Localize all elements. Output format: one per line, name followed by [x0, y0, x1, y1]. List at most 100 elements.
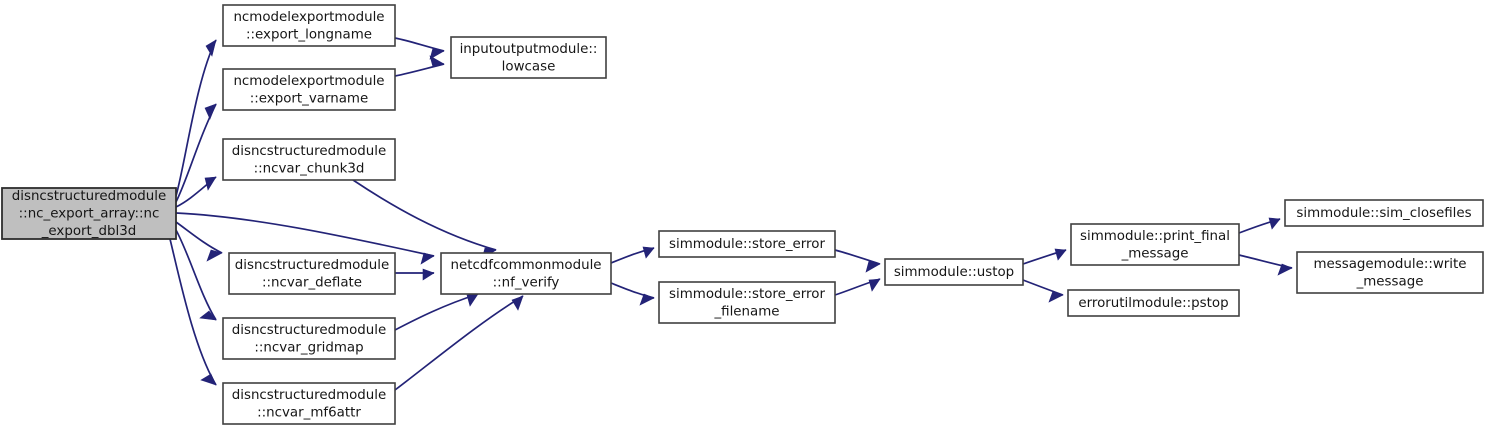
graph-node-print_final_message[interactable]: simmodule::print_final_message — [1070, 223, 1240, 266]
edge-root-to-ncvar_gridmap — [175, 229, 217, 321]
node-label-line: netcdfcommonmodule — [450, 258, 601, 273]
edge-line — [175, 39, 217, 197]
edge-root-to-export_varname — [175, 103, 217, 203]
node-box[interactable] — [1070, 223, 1240, 266]
edge-print_final_message-to-write_message — [1238, 254, 1293, 276]
graph-node-root[interactable]: disncstructuredmodule::nc_export_array::… — [1, 187, 177, 240]
node-label-line: ncmodelexportmodule — [233, 10, 384, 25]
edge-line — [394, 295, 524, 391]
node-label-line: simmodule::store_error — [669, 287, 825, 302]
edge-root-to-ncvar_deflate — [175, 221, 223, 262]
node-label: ncmodelexportmodule::export_longname — [233, 10, 384, 43]
graph-node-ncvar_mf6attr[interactable]: disncstructuredmodule::ncvar_mf6attr — [222, 382, 396, 425]
node-box[interactable] — [1284, 199, 1484, 227]
node-box[interactable] — [222, 382, 396, 425]
arrowhead-icon — [205, 39, 217, 57]
node-label: simmodule::store_error_filename — [669, 287, 825, 320]
edge-line — [394, 293, 479, 331]
arrowhead-icon — [199, 310, 217, 321]
node-label: disncstructuredmodule::ncvar_chunk3d — [232, 144, 387, 177]
node-label-line: lowcase — [502, 59, 556, 74]
edge-ncvar_chunk3d-to-nf_verify — [352, 179, 497, 260]
graph-node-store_error[interactable]: simmodule::store_error — [658, 230, 836, 258]
node-box[interactable] — [222, 68, 396, 111]
node-box[interactable] — [1, 187, 177, 240]
edge-store_error-to-ustop — [834, 249, 881, 273]
node-label-line: disncstructuredmodule — [232, 323, 387, 338]
graph-node-store_error_filename[interactable]: simmodule::store_error_filename — [658, 281, 836, 324]
node-label: simmodule::print_final_message — [1080, 229, 1230, 262]
node-label-line: messagemodule::write — [1313, 257, 1466, 272]
edge-ustop-to-print_final_message — [1022, 248, 1067, 265]
graph-node-export_longname[interactable]: ncmodelexportmodule::export_longname — [222, 4, 396, 47]
arrowhead-icon — [1048, 290, 1064, 303]
node-label-line: _filename — [713, 304, 779, 319]
node-box[interactable] — [228, 252, 396, 295]
graph-node-ncvar_gridmap[interactable]: disncstructuredmodule::ncvar_gridmap — [222, 317, 396, 360]
node-label-line: disncstructuredmodule — [232, 144, 387, 159]
arrowhead-icon — [429, 55, 445, 68]
edge-ncvar_mf6attr-to-nf_verify — [394, 295, 524, 391]
node-label-line: disncstructuredmodule — [12, 189, 167, 204]
node-label-line: ::export_varname — [250, 91, 368, 106]
edge-root-to-nf_verify — [175, 212, 435, 265]
node-box[interactable] — [222, 4, 396, 47]
graph-node-export_varname[interactable]: ncmodelexportmodule::export_varname — [222, 68, 396, 111]
edge-ustop-to-pstop — [1022, 279, 1064, 303]
arrowhead-icon — [639, 293, 655, 306]
node-box[interactable] — [1296, 251, 1484, 294]
node-label-line: disncstructuredmodule — [232, 388, 387, 403]
edge-nf_verify-to-store_error — [610, 246, 655, 264]
edge-line — [169, 238, 217, 386]
graph-node-ncvar_chunk3d[interactable]: disncstructuredmodule::ncvar_chunk3d — [222, 138, 396, 181]
edge-ncvar_deflate-to-nf_verify — [395, 268, 435, 281]
node-label-line: simmodule::sim_closefiles — [1296, 206, 1471, 221]
arrowhead-icon — [420, 252, 435, 265]
arrowhead-icon — [206, 249, 223, 262]
arrowhead-icon — [868, 278, 881, 292]
edge-export_longname-to-lowcase — [394, 37, 445, 60]
graph-node-pstop[interactable]: errorutilmodule::pstop — [1067, 289, 1240, 317]
node-box[interactable] — [440, 252, 612, 295]
graph-node-ustop[interactable]: simmodule::ustop — [884, 258, 1024, 286]
node-label-line: simmodule::ustop — [894, 265, 1014, 280]
edge-root-to-ncvar_mf6attr — [169, 238, 217, 386]
node-box[interactable] — [884, 258, 1024, 286]
node-box[interactable] — [1067, 289, 1240, 317]
node-label-line: simmodule::print_final — [1080, 229, 1230, 244]
edge-store_error_filename-to-ustop — [834, 278, 881, 296]
edge-line — [352, 179, 497, 251]
edge-line — [175, 229, 217, 321]
arrowhead-icon — [511, 295, 524, 311]
node-label-line: inputoutputmodule:: — [460, 42, 598, 57]
graph-node-write_message[interactable]: messagemodule::write_message — [1296, 251, 1484, 294]
node-label: simmodule::store_error — [669, 237, 825, 252]
edge-export_varname-to-lowcase — [394, 55, 445, 77]
graph-node-sim_closefiles[interactable]: simmodule::sim_closefiles — [1284, 199, 1484, 227]
node-box[interactable] — [222, 138, 396, 181]
node-label-line: ::nf_verify — [493, 275, 560, 290]
arrowhead-icon — [1268, 217, 1281, 230]
node-label-line: ncmodelexportmodule — [233, 74, 384, 89]
node-label: disncstructuredmodule::ncvar_mf6attr — [232, 388, 387, 421]
edge-root-to-ncvar_chunk3d — [175, 176, 217, 208]
node-label: simmodule::ustop — [894, 265, 1014, 280]
edge-line — [175, 212, 435, 257]
graph-node-ncvar_deflate[interactable]: disncstructuredmodule::ncvar_deflate — [228, 252, 396, 295]
node-box[interactable] — [658, 230, 836, 258]
arrowhead-icon — [865, 260, 881, 273]
node-label-line: _message — [1121, 246, 1189, 261]
node-box[interactable] — [222, 317, 396, 360]
arrowhead-icon — [466, 293, 479, 307]
node-label-line: ::ncvar_gridmap — [254, 340, 363, 355]
node-label-line: ::nc_export_array::nc — [19, 207, 160, 222]
node-box[interactable] — [658, 281, 836, 324]
edge-nf_verify-to-store_error_filename — [610, 282, 655, 306]
arrowhead-icon — [642, 246, 655, 259]
arrowhead-icon — [204, 103, 217, 120]
graph-node-nf_verify[interactable]: netcdfcommonmodule::nf_verify — [440, 252, 612, 295]
node-box[interactable] — [450, 36, 607, 79]
node-label: simmodule::sim_closefiles — [1296, 206, 1471, 221]
graph-node-lowcase[interactable]: inputoutputmodule::lowcase — [450, 36, 607, 79]
